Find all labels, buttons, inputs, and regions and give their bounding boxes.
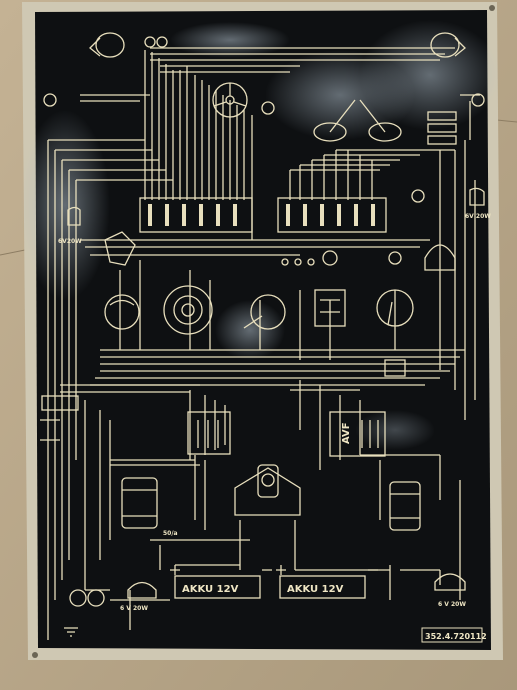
- part-number-label: 352.4.720112: [425, 632, 487, 641]
- battery-right-label: AKKU 12V: [287, 584, 344, 595]
- lamp-left-mid-label: 6V20W: [58, 238, 82, 245]
- component-symbols: [41, 32, 485, 637]
- part-number-box: [421, 627, 483, 643]
- lamp-bottom-right-label: 6 V 20W: [438, 601, 466, 608]
- regulator-label: AVF: [341, 422, 352, 444]
- plate-glare: [20, 20, 500, 450]
- lamp-right-mid-label: 6V 20W: [465, 213, 491, 220]
- mount-hole-bottom-left: [32, 652, 38, 658]
- starter-terminal-label: 50/a: [163, 530, 178, 537]
- mount-hole-top-right: [489, 5, 495, 11]
- battery-left-label: AKKU 12V: [182, 584, 239, 595]
- lamp-bottom-left-label: 6 V 20W: [120, 605, 148, 612]
